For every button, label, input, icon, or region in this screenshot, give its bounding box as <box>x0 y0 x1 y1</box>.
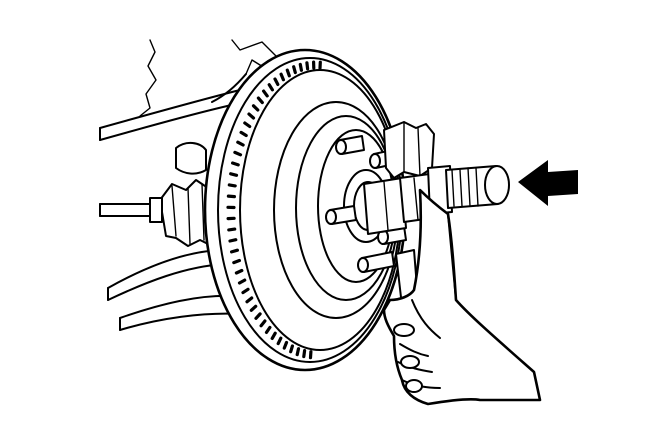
vent-slot <box>259 319 267 328</box>
vent-slot <box>267 83 274 92</box>
vent-slot <box>254 312 262 320</box>
vent-slot <box>270 331 277 340</box>
vent-slot <box>305 61 310 71</box>
vent-slot <box>282 340 289 350</box>
push-arrow-icon <box>518 160 578 206</box>
vent-slot <box>241 287 250 295</box>
vent-slot <box>249 304 258 312</box>
vent-slot <box>231 161 240 167</box>
vent-slot <box>302 349 307 359</box>
wheel-stud <box>357 251 395 273</box>
hand <box>382 188 542 406</box>
vent-slot <box>230 248 239 254</box>
vent-slot <box>226 194 236 199</box>
wheel-stud <box>325 205 357 225</box>
vent-slot <box>276 336 283 346</box>
vent-slot <box>298 62 303 72</box>
vent-slot <box>233 150 243 157</box>
vent-slot <box>229 172 239 177</box>
vent-slot <box>247 112 256 120</box>
vent-slot <box>256 96 264 105</box>
vent-slot <box>262 89 269 98</box>
vent-slot <box>279 72 285 82</box>
vent-slot <box>228 238 238 243</box>
vehicle-body-edge <box>99 39 277 141</box>
rotor-vent-slots <box>226 60 322 360</box>
vent-slot <box>243 121 252 129</box>
vent-slot <box>237 278 247 285</box>
vent-slot <box>273 77 280 87</box>
vent-slot <box>292 65 297 75</box>
vent-slot <box>285 68 291 78</box>
vent-slot <box>232 258 241 265</box>
vent-slot <box>227 183 237 188</box>
wheel-stud <box>335 135 365 155</box>
vent-slot <box>234 268 244 275</box>
vent-slot <box>236 140 245 147</box>
socket-tool <box>363 165 510 235</box>
vent-slot <box>227 227 237 232</box>
vent-slot <box>295 347 301 357</box>
vent-slot <box>251 104 260 112</box>
vent-slot <box>239 130 248 138</box>
vent-slot <box>245 296 254 304</box>
vent-slot <box>264 325 272 334</box>
vent-slot <box>289 344 294 354</box>
